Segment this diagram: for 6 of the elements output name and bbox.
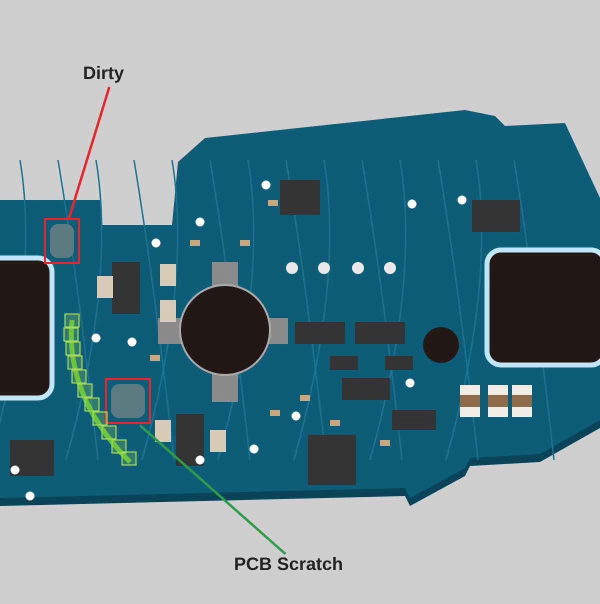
marked-area-frame	[44, 218, 80, 264]
marked-area-frame	[105, 378, 151, 424]
callout-label: PCB Scratch	[234, 554, 344, 578]
leader-line	[139, 424, 286, 555]
leader-line	[68, 86, 110, 218]
callout-label: Dirty	[83, 63, 124, 87]
